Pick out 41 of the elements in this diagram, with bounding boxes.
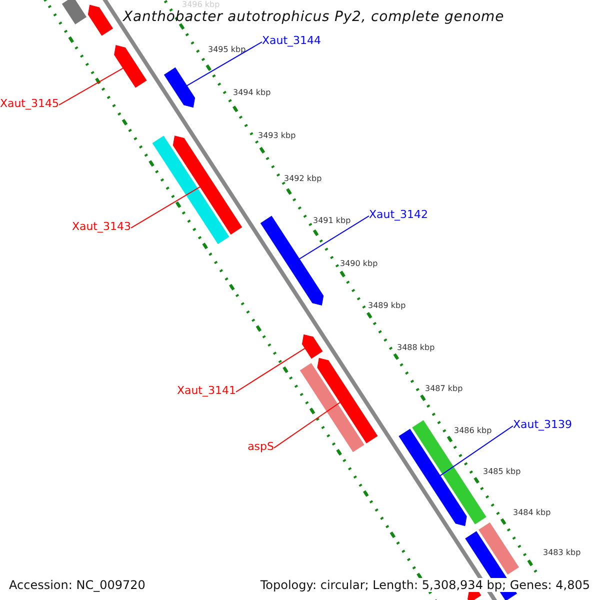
gene-bar (300, 363, 364, 452)
accession-text: Accession: NC_009720 (9, 578, 146, 592)
leader-line (186, 41, 262, 86)
scale-label: 3486 kbp (454, 426, 492, 436)
leader-line (58, 68, 124, 106)
gene-bar (478, 522, 519, 575)
gene-label: aspS (248, 440, 274, 454)
gene-bar (468, 589, 482, 600)
scale-label: 3484 kbp (513, 508, 551, 518)
scale-label: 3493 kbp (258, 131, 296, 141)
scale-label: 3487 kbp (425, 384, 463, 394)
gene-bar (88, 4, 113, 36)
scale-label: 3489 kbp (368, 301, 406, 311)
gene-bar (317, 358, 378, 444)
scale-label: 3495 kbp (208, 45, 246, 55)
scale-label: 3485 kbp (483, 467, 521, 477)
gene-bar (152, 136, 230, 244)
scale-label: 3492 kbp (284, 174, 322, 184)
title: Xanthobacter autotrophicus Py2, complete genome (123, 9, 504, 26)
leader-line (298, 215, 370, 260)
gene-bar (62, 0, 86, 24)
leader-line (130, 186, 201, 228)
gene-bar (164, 67, 196, 108)
scale-label: 3491 kbp (313, 216, 351, 226)
leader-line (236, 348, 306, 392)
leader-line (274, 402, 341, 448)
gene-label: Xaut_3142 (369, 208, 428, 222)
genome-stats-text: Topology: circular; Length: 5,308,934 bp; Genes: 4,805 (260, 578, 590, 592)
gene-label: Xaut_3139 (513, 418, 572, 432)
scale-label: 3488 kbp (397, 343, 435, 353)
gene-label: Xaut_3144 (262, 34, 322, 48)
gene-bar (302, 334, 323, 359)
gene-label: Xaut_3145 (0, 97, 59, 110)
gene-label: Xaut_3143 (72, 220, 131, 234)
scale-label: 3483 kbp (543, 548, 581, 558)
gene-label: Xaut_3141 (176, 384, 236, 398)
scale-label: 3490 kbp (340, 259, 378, 269)
gene-bar (114, 45, 147, 88)
leader-line (440, 425, 514, 476)
scale-label: 3494 kbp (233, 88, 271, 98)
gene-bar (172, 136, 242, 234)
